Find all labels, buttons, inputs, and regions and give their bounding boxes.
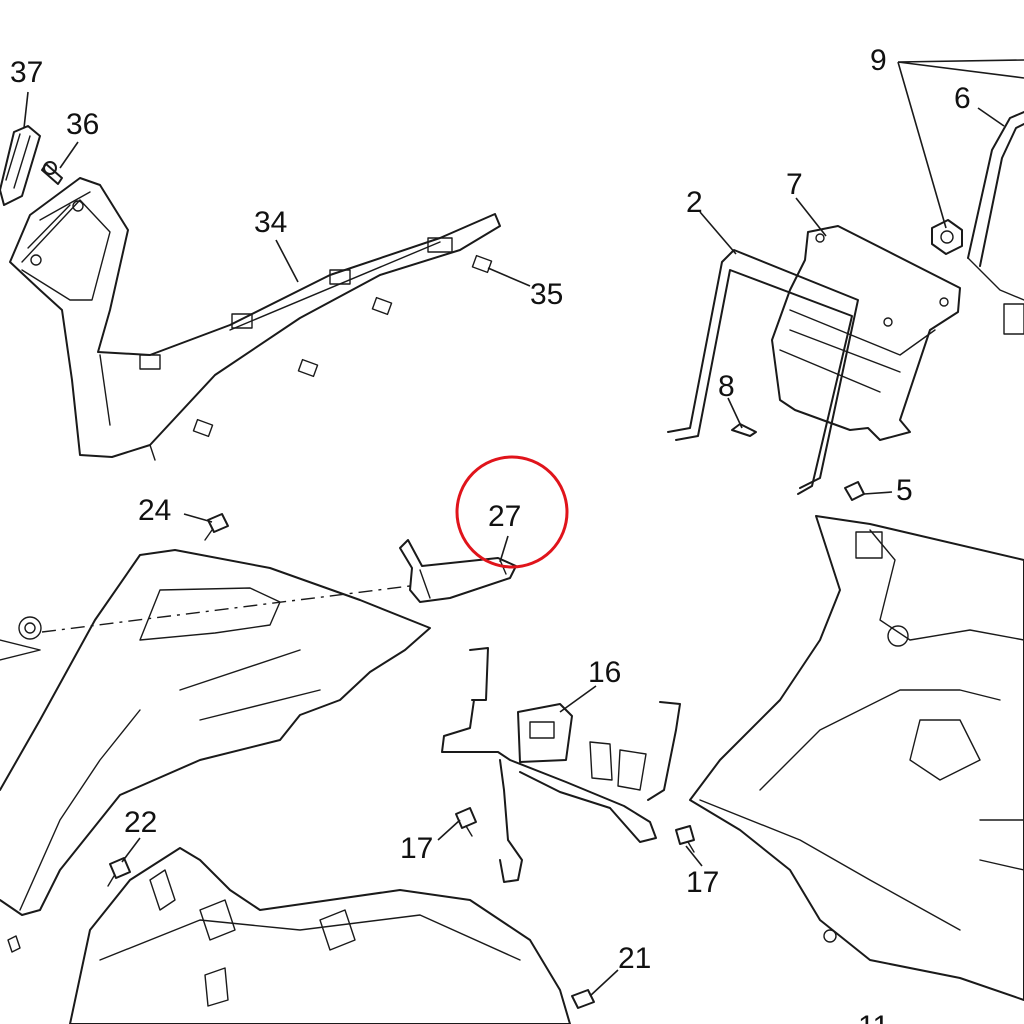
label-8: 8	[718, 370, 735, 403]
part-24-screw[interactable]	[204, 513, 229, 541]
leader-lines	[23, 59, 1024, 997]
part-6-mirror-stay[interactable]	[967, 111, 1024, 335]
label-35: 35	[530, 278, 563, 311]
part-22-screw[interactable]	[107, 857, 131, 887]
part-16-meter-bracket[interactable]	[441, 647, 681, 883]
part-17-bolt-right[interactable]	[675, 825, 695, 853]
part-9-nut[interactable]	[931, 219, 963, 255]
part-36-screw[interactable]	[41, 161, 63, 185]
label-7: 7	[786, 168, 803, 201]
label-36: 36	[66, 108, 99, 141]
label-9: 9	[870, 44, 887, 77]
label-11: 11	[858, 1010, 889, 1024]
part-labels: 37 36 34 35 9 6 2 7 8 5 24 27 16 17 17 2…	[10, 44, 971, 1024]
part-35-clips[interactable]	[192, 254, 493, 438]
label-16: 16	[588, 656, 621, 689]
label-5: 5	[896, 474, 913, 507]
part-27-rubber-grommet[interactable]	[399, 539, 517, 603]
centerline-cowl	[41, 585, 411, 633]
label-34: 34	[254, 206, 287, 239]
part-5-nut[interactable]	[844, 481, 865, 501]
front-cowl[interactable]	[0, 549, 431, 916]
part-8-screw[interactable]	[731, 423, 757, 437]
part-17-bolt-left[interactable]	[455, 807, 477, 837]
part-2-wire-frame[interactable]	[667, 249, 859, 495]
part-34-side-cowl[interactable]	[9, 177, 501, 461]
part-37-trim-strip[interactable]	[0, 125, 41, 206]
label-22: 22	[124, 806, 157, 839]
inner-cover-lower[interactable]	[7, 847, 571, 1024]
label-2: 2	[686, 186, 703, 219]
label-24: 24	[138, 494, 171, 527]
inner-panel-right[interactable]	[689, 515, 1024, 1001]
label-21: 21	[618, 942, 651, 975]
label-6: 6	[954, 82, 971, 115]
label-37: 37	[10, 56, 43, 89]
label-27: 27	[488, 500, 521, 533]
part-21-clip[interactable]	[571, 989, 595, 1009]
highlight-circle	[455, 455, 569, 569]
label-17-right: 17	[686, 866, 719, 899]
label-17-left: 17	[400, 832, 433, 865]
part-7-bracket-box[interactable]	[771, 225, 961, 441]
